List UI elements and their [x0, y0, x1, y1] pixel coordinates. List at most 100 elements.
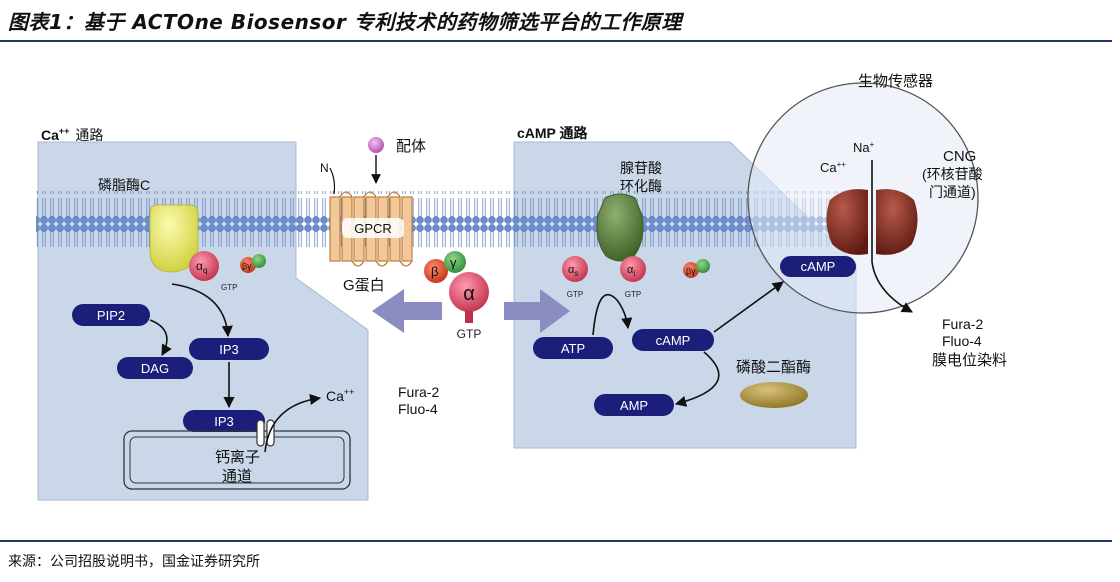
plc-to-dag-arrow [149, 319, 172, 356]
er-compartment-inner [129, 436, 345, 484]
ca-ion-sup: ++ [344, 387, 355, 397]
atp-to-camp-arrow [592, 294, 633, 336]
calcium-channel-label-1: 钙离子 [215, 449, 260, 466]
alpha-q-symbol: α [196, 259, 203, 273]
na-text: Na [853, 140, 870, 155]
plc-to-ip3-arrow [171, 283, 233, 338]
left-branch-arrow [372, 289, 442, 333]
alpha-subunit [449, 272, 489, 312]
gpcr-loops [339, 191, 413, 267]
biosensor-dye-fluo: Fluo-4 [942, 333, 982, 349]
alpha-s-subunit [562, 256, 588, 282]
ca-pathway-title-rest: 通路 [75, 127, 103, 143]
gpcr-label: GPCR [354, 221, 392, 236]
atp-pill [533, 337, 613, 359]
ca-ion-label: Ca++ [326, 387, 354, 404]
ip3-bottom-label: IP3 [214, 414, 234, 429]
ca-pathway-title-sup: ++ [59, 126, 70, 136]
ca-ion-text: Ca [326, 388, 344, 404]
dag-pill [117, 357, 193, 379]
alpha-i-sub: i [633, 269, 635, 278]
figure-title: 图表1：基于 ACTOne Biosensor 专利技术的药物筛选平台的工作原理 [8, 10, 682, 34]
camp-to-cng-arrow [713, 281, 784, 333]
ip3-pill-top [189, 338, 269, 360]
biosensor-ca-label: Ca++ [820, 160, 846, 175]
ip3-pill-bottom [183, 410, 265, 432]
biosensor-camp-label: cAMP [801, 259, 836, 274]
ca-pathway-title: Ca++ 通路 [41, 126, 103, 143]
camp-label: cAMP [656, 333, 691, 348]
alpha-i-label: αi [627, 264, 635, 278]
ca-beta-gamma-label: βγ [242, 261, 252, 271]
n-terminus-label: N [320, 161, 329, 175]
alpha-q-label: αq [196, 259, 207, 275]
alpha-i-subunit [620, 256, 646, 282]
beta-label: β [431, 264, 438, 279]
na-label: Na+ [853, 140, 875, 155]
pip2-pill [72, 304, 150, 326]
na-sup: + [870, 140, 875, 149]
gpcr-n-tail [329, 167, 336, 195]
biosensor-camp-pill [780, 256, 856, 277]
cng-label-3: 门通道) [929, 184, 976, 200]
ca-dye-fluo: Fluo-4 [398, 401, 438, 417]
er-compartment [123, 430, 351, 490]
biosensor-ca-text: Ca [820, 160, 837, 175]
ligand-label: 配体 [396, 138, 426, 155]
plc-label: 磷脂酶C [98, 177, 150, 193]
pde-label: 磷酸二酯酶 [736, 359, 811, 376]
pde-shape [740, 382, 808, 408]
ip3-top-label: IP3 [219, 342, 239, 357]
alpha-label: α [463, 283, 475, 305]
ligand-ball [368, 137, 384, 153]
gamma-label: γ [450, 255, 457, 270]
biosensor-diagram: 生物传感器 Ca++通路 磷脂酶C αq βγ GTP PIP2 DAG IP3… [36, 73, 1007, 501]
alpha-s-gtp: GTP [567, 290, 583, 299]
cng-label-2: (环核苷酸 [922, 166, 983, 182]
camp-pathway-title: cAMP 通路 [517, 125, 589, 141]
amp-label: AMP [620, 398, 648, 413]
alpha-q-subunit [189, 251, 219, 281]
alpha-i-gtp: GTP [625, 290, 641, 299]
title-rule [0, 40, 1112, 42]
ca-gamma-subunit [252, 254, 266, 268]
g-protein-label: G蛋白 [343, 277, 385, 294]
source-note: 来源：公司招股说明书，国金证券研究所 [8, 554, 260, 570]
cng-channel-left [826, 189, 868, 255]
right-branch-arrow [504, 289, 570, 333]
atp-label: ATP [561, 341, 585, 356]
dag-label: DAG [141, 361, 169, 376]
camp-pill [632, 329, 714, 351]
calcium-channel-label-2: 通道 [222, 468, 252, 485]
pip2-label: PIP2 [97, 308, 125, 323]
alpha-s-sub: s [574, 269, 578, 278]
biosensor-ca-sup: ++ [837, 160, 847, 169]
ca-dye-fura: Fura-2 [398, 384, 439, 400]
camp-to-amp-arrow [674, 351, 720, 407]
adenylyl-cyclase-label-1: 腺苷酸 [620, 160, 662, 176]
biosensor-dye-fura: Fura-2 [942, 316, 983, 332]
calcium-channel-right [266, 419, 275, 447]
alpha-s-symbol: α [568, 264, 575, 276]
alpha-stalk [465, 311, 473, 323]
alpha-s-label: αs [568, 264, 578, 278]
ca-release-arrow [264, 393, 322, 453]
cng-channel-right [876, 189, 918, 255]
cng-label-1: CNG [943, 148, 976, 165]
gpcr-label-bg [342, 218, 404, 238]
membrane-potential-dye: 膜电位染料 [932, 352, 1007, 369]
plc-shape [149, 204, 199, 273]
alpha-i-symbol: α [627, 264, 634, 276]
camp-gamma-subunit [696, 259, 710, 273]
alpha-q-sub: q [203, 266, 207, 275]
ca-gtp-label: GTP [221, 283, 237, 292]
camp-beta-subunit [683, 262, 699, 278]
beta-subunit [424, 259, 448, 283]
footer-rule [0, 540, 1112, 542]
ca-pathway-title-main: Ca [41, 127, 59, 143]
gpcr-gtp-label: GTP [457, 327, 482, 341]
amp-pill [594, 394, 674, 416]
adenylyl-cyclase-shape [596, 193, 644, 262]
gamma-subunit [444, 251, 466, 273]
adenylyl-cyclase-label-2: 环化酶 [620, 178, 662, 194]
